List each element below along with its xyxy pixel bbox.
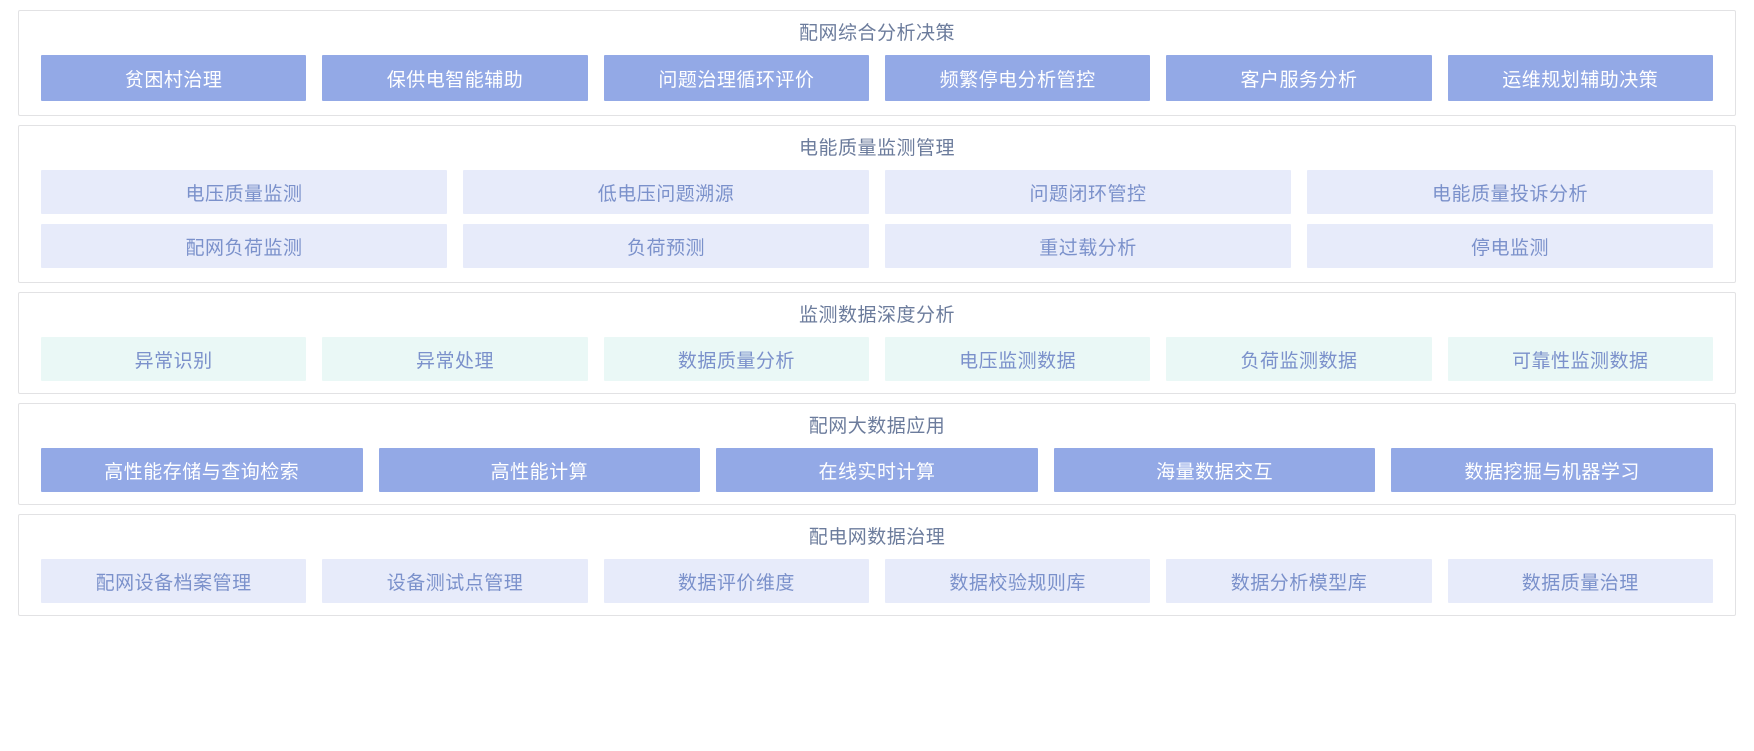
tile-row: 配网负荷监测 负荷预测 重过载分析 停电监测 xyxy=(41,224,1713,268)
tile-负荷监测数据[interactable]: 负荷监测数据 xyxy=(1166,337,1432,381)
tile-电压监测数据[interactable]: 电压监测数据 xyxy=(884,337,1151,381)
tile-row: 高性能存储与查询检索 高性能计算 在线实时计算 海量数据交互 数据挖掘与机器学习 xyxy=(41,448,1713,492)
tile-高性能计算[interactable]: 高性能计算 xyxy=(378,448,701,492)
tile-配网设备档案管理[interactable]: 配网设备档案管理 xyxy=(41,559,307,603)
tile-可靠性监测数据[interactable]: 可靠性监测数据 xyxy=(1447,337,1713,381)
tile-问题治理循环评价[interactable]: 问题治理循环评价 xyxy=(603,55,869,101)
section-配电网数据治理: 配电网数据治理 配网设备档案管理 设备测试点管理 数据评价维度 数据校验规则库 … xyxy=(18,514,1736,616)
tile-保供电智能辅助[interactable]: 保供电智能辅助 xyxy=(322,55,588,101)
section-title: 配网大数据应用 xyxy=(808,416,946,437)
tile-频繁停电分析管控[interactable]: 频繁停电分析管控 xyxy=(884,55,1151,101)
tile-数据质量治理[interactable]: 数据质量治理 xyxy=(1447,559,1713,603)
tile-row: 异常识别 异常处理 数据质量分析 电压监测数据 负荷监测数据 可靠性监测数据 xyxy=(41,337,1713,381)
tile-客户服务分析[interactable]: 客户服务分析 xyxy=(1166,55,1432,101)
tile-数据分析模型库[interactable]: 数据分析模型库 xyxy=(1166,559,1432,603)
tile-数据挖掘与机器学习[interactable]: 数据挖掘与机器学习 xyxy=(1391,448,1713,492)
tile-数据评价维度[interactable]: 数据评价维度 xyxy=(603,559,869,603)
tile-重过载分析[interactable]: 重过载分析 xyxy=(885,224,1291,268)
tile-配网负荷监测[interactable]: 配网负荷监测 xyxy=(41,224,447,268)
section-title: 配电网数据治理 xyxy=(808,527,946,548)
tile-异常处理[interactable]: 异常处理 xyxy=(322,337,588,381)
tile-row: 电压质量监测 低电压问题溯源 问题闭环管控 电能质量投诉分析 xyxy=(41,170,1713,214)
tile-高性能存储与查询检索[interactable]: 高性能存储与查询检索 xyxy=(41,448,363,492)
section-电能质量监测管理: 电能质量监测管理 电压质量监测 低电压问题溯源 问题闭环管控 电能质量投诉分析 … xyxy=(18,125,1736,283)
section-title: 配网综合分析决策 xyxy=(798,23,955,44)
tile-异常识别[interactable]: 异常识别 xyxy=(41,337,307,381)
section-配网综合分析决策: 配网综合分析决策 贫困村治理 保供电智能辅助 问题治理循环评价 频繁停电分析管控… xyxy=(18,10,1736,116)
tile-row: 配网设备档案管理 设备测试点管理 数据评价维度 数据校验规则库 数据分析模型库 … xyxy=(41,559,1713,603)
tile-负荷预测[interactable]: 负荷预测 xyxy=(463,224,869,268)
tile-问题闭环管控[interactable]: 问题闭环管控 xyxy=(885,170,1291,214)
tile-贫困村治理[interactable]: 贫困村治理 xyxy=(41,55,307,101)
section-配网大数据应用: 配网大数据应用 高性能存储与查询检索 高性能计算 在线实时计算 海量数据交互 数… xyxy=(18,403,1736,505)
tile-运维规划辅助决策[interactable]: 运维规划辅助决策 xyxy=(1447,55,1713,101)
tile-设备测试点管理[interactable]: 设备测试点管理 xyxy=(322,559,588,603)
tile-海量数据交互[interactable]: 海量数据交互 xyxy=(1053,448,1376,492)
tile-电压质量监测[interactable]: 电压质量监测 xyxy=(41,170,447,214)
section-监测数据深度分析: 监测数据深度分析 异常识别 异常处理 数据质量分析 电压监测数据 负荷监测数据 … xyxy=(18,292,1736,394)
section-title: 监测数据深度分析 xyxy=(798,305,955,326)
tile-停电监测[interactable]: 停电监测 xyxy=(1307,224,1713,268)
tile-低电压问题溯源[interactable]: 低电压问题溯源 xyxy=(463,170,869,214)
tile-电能质量投诉分析[interactable]: 电能质量投诉分析 xyxy=(1307,170,1713,214)
section-title: 电能质量监测管理 xyxy=(798,138,955,159)
tile-数据校验规则库[interactable]: 数据校验规则库 xyxy=(884,559,1151,603)
tile-row: 贫困村治理 保供电智能辅助 问题治理循环评价 频繁停电分析管控 客户服务分析 运… xyxy=(41,55,1713,101)
tile-数据质量分析[interactable]: 数据质量分析 xyxy=(603,337,869,381)
tile-在线实时计算[interactable]: 在线实时计算 xyxy=(716,448,1038,492)
